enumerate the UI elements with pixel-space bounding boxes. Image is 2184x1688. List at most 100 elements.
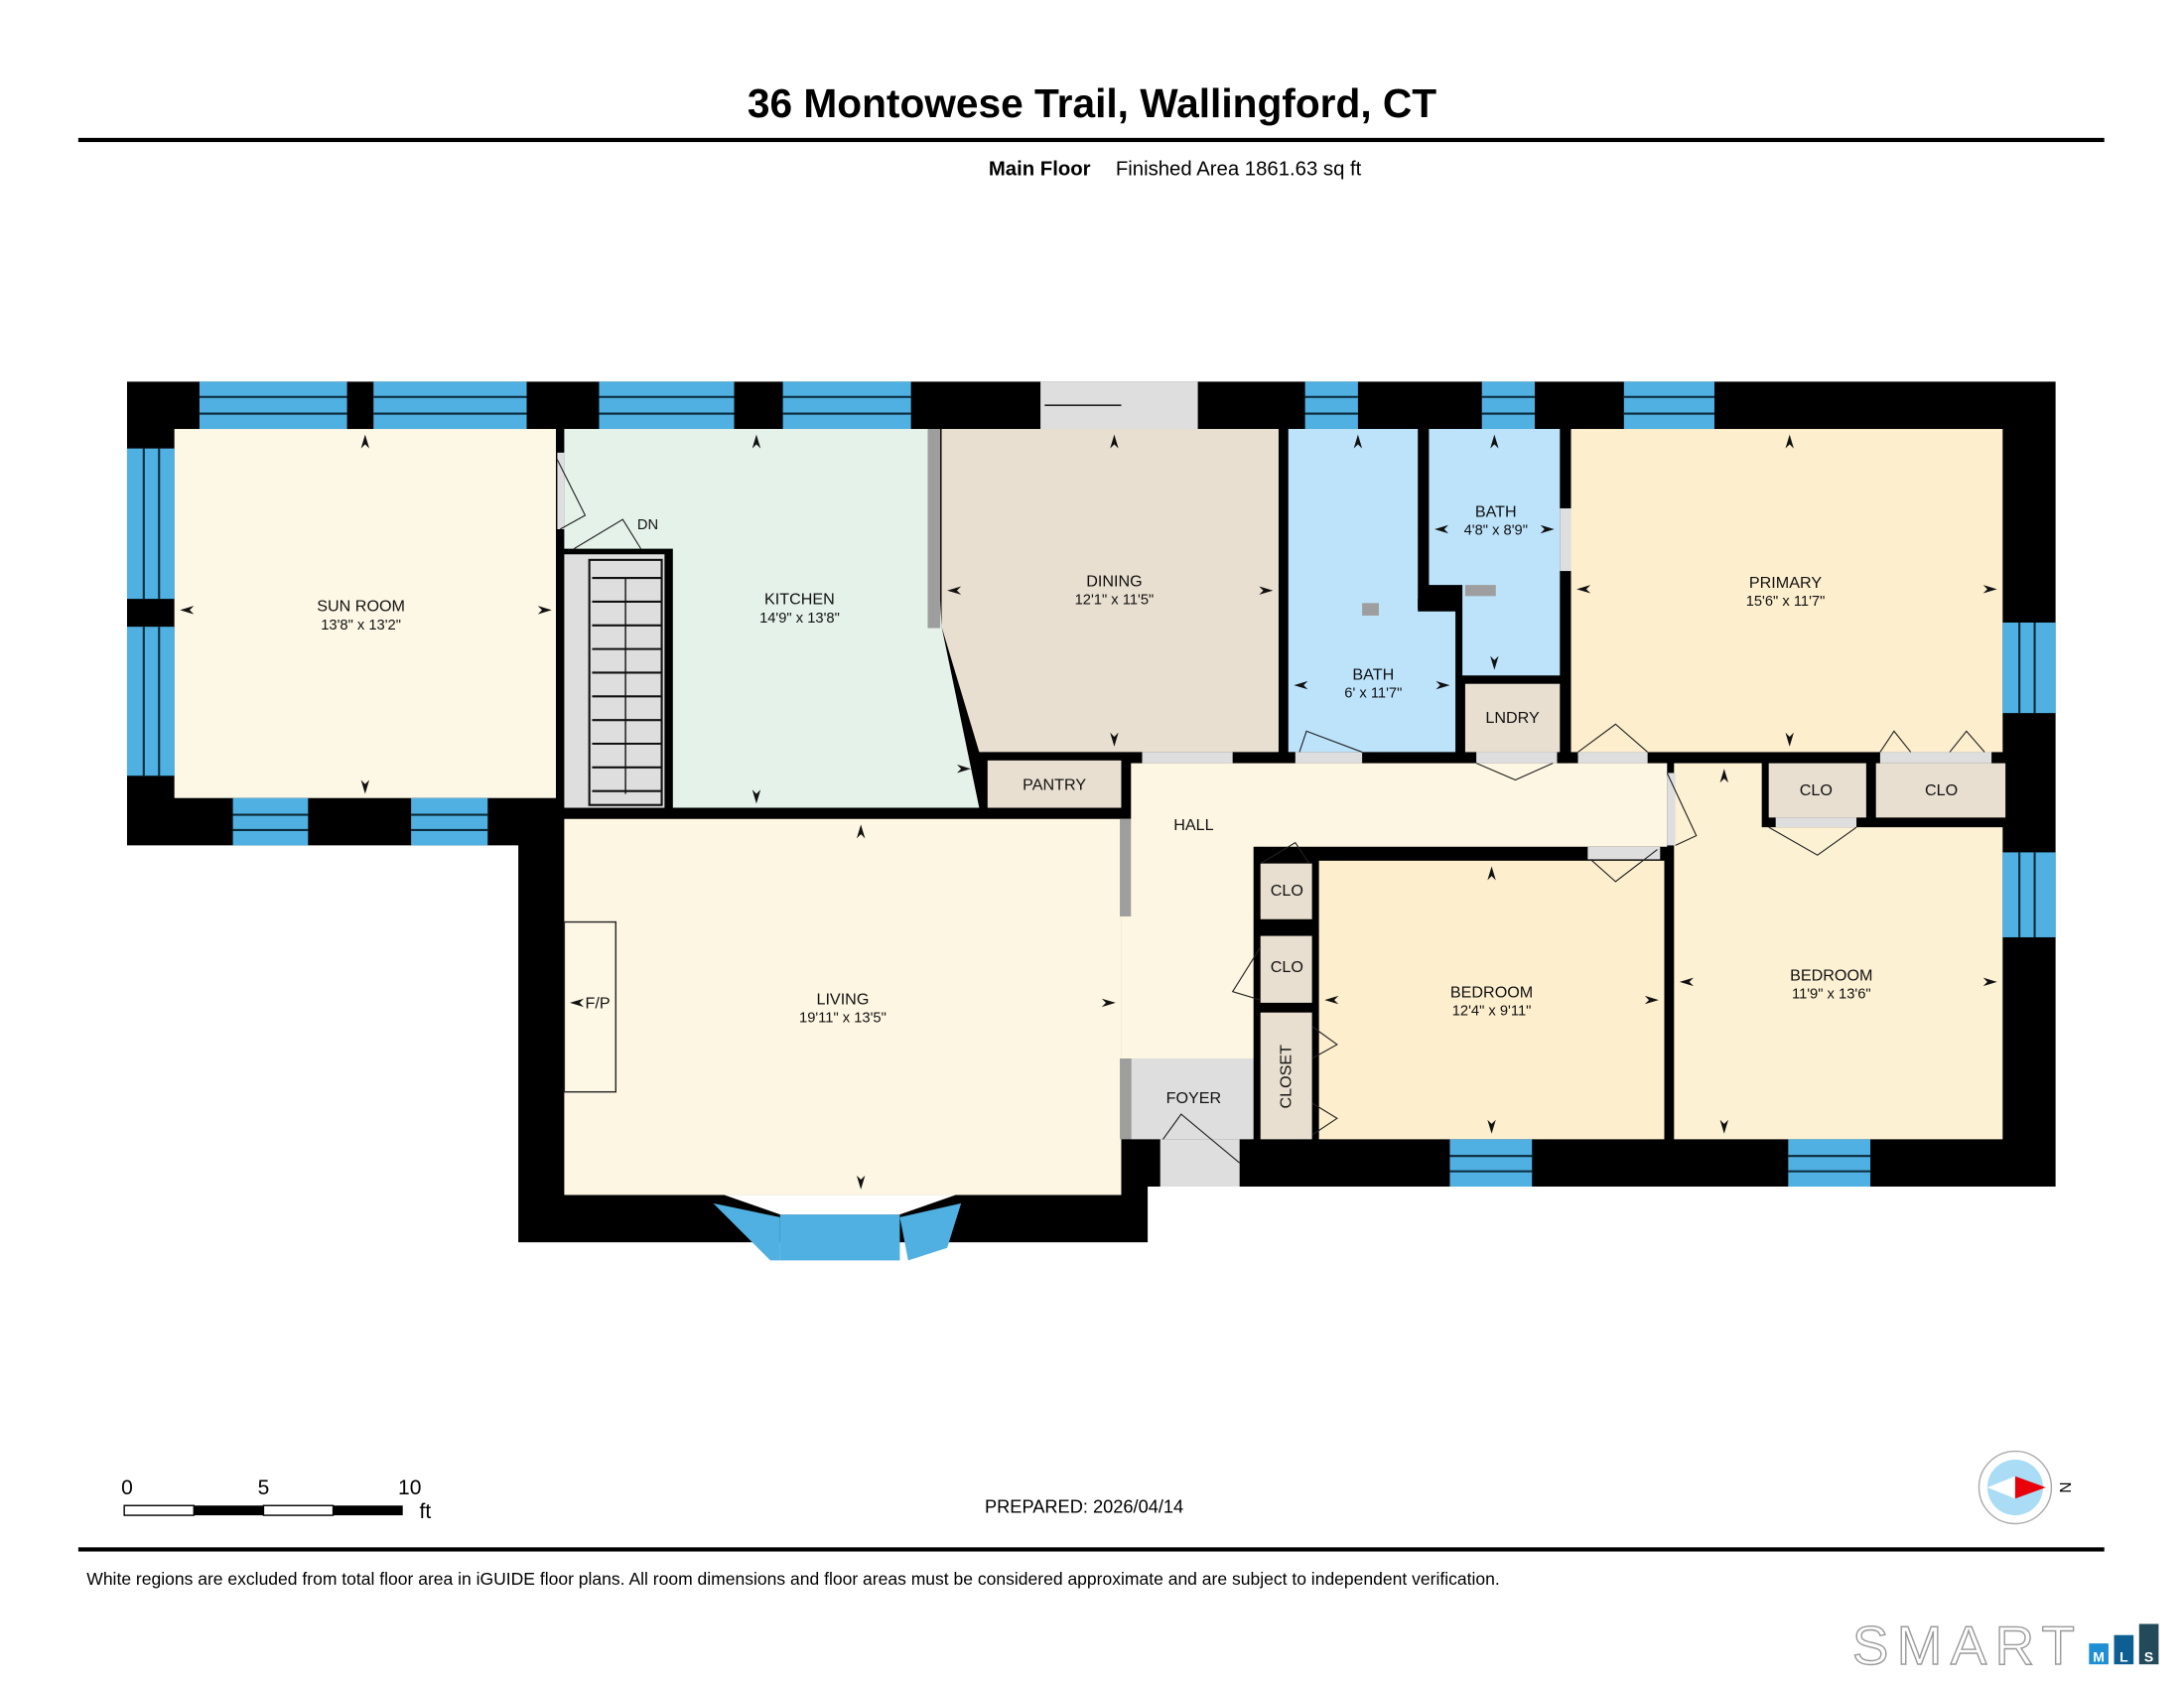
stair-outline bbox=[588, 558, 663, 806]
stairs-down-label: DN bbox=[637, 517, 658, 533]
compass: N bbox=[1978, 1450, 2073, 1525]
floor-name: Main Floor bbox=[989, 159, 1091, 181]
dimension-arrow-icon bbox=[1785, 732, 1794, 747]
windows bbox=[126, 381, 2056, 1188]
window bbox=[232, 797, 309, 846]
scale-tick-10: 10 bbox=[398, 1477, 421, 1499]
room-clo-4 bbox=[1875, 763, 2006, 818]
window bbox=[599, 381, 735, 430]
door-clo-3[interactable] bbox=[1775, 817, 1857, 828]
window bbox=[1481, 381, 1536, 430]
window bbox=[1788, 1139, 1871, 1188]
window bbox=[126, 448, 175, 600]
door-primary[interactable] bbox=[1577, 752, 1648, 764]
header-rule bbox=[77, 137, 2105, 143]
compass-label: N bbox=[2056, 1481, 2073, 1492]
dimension-arrow-icon bbox=[1324, 995, 1339, 1005]
room-kitchen bbox=[564, 429, 980, 808]
dimension-arrow-icon bbox=[856, 1175, 866, 1190]
bedroom-1-label: BEDROOM bbox=[1450, 983, 1533, 1001]
stair-steps bbox=[588, 558, 663, 806]
door-sunroom[interactable] bbox=[557, 452, 565, 530]
scale-tick-5: 5 bbox=[258, 1477, 270, 1499]
dimension-arrow-icon bbox=[570, 998, 585, 1008]
window bbox=[1304, 381, 1358, 430]
compass-south-icon bbox=[1986, 1476, 2015, 1499]
door-swings bbox=[556, 459, 1985, 1164]
dining-label: DINING bbox=[1086, 573, 1142, 591]
kitchen-label: KITCHEN bbox=[764, 591, 835, 609]
door-bedroom-1[interactable] bbox=[1587, 846, 1661, 860]
fireplace bbox=[563, 920, 616, 1093]
living-label: LIVING bbox=[816, 990, 869, 1008]
primary-dims: 15'6" x 11'7" bbox=[1746, 594, 1826, 610]
dimension-arrows bbox=[180, 434, 1997, 1190]
front-door-opening[interactable] bbox=[1160, 1139, 1240, 1188]
page-title: 36 Montowese Trail, Wallingford, CT bbox=[748, 80, 1436, 126]
fireplace-label: F/P bbox=[586, 995, 611, 1013]
bay-window-nook bbox=[724, 1195, 956, 1215]
window bbox=[2002, 622, 2056, 714]
dimension-arrow-icon bbox=[956, 765, 971, 774]
dimension-arrow-icon bbox=[1434, 524, 1449, 534]
bedroom-1-dims: 12'4" x 9'11" bbox=[1452, 1004, 1532, 1020]
room-primary bbox=[1570, 429, 2003, 753]
prepared-date: PREPARED: 2026/04/14 bbox=[985, 1495, 1183, 1516]
window bbox=[1623, 381, 1714, 430]
dimension-arrow-icon bbox=[360, 434, 370, 449]
logo-m: M bbox=[2093, 1648, 2105, 1664]
dimension-arrow-icon bbox=[947, 586, 962, 595]
room-labels: SUN ROOM 13'8" x 13'2" KITCHEN 14'9" x 1… bbox=[317, 502, 1958, 1108]
room-bedroom-1 bbox=[1318, 860, 1665, 1140]
dimension-arrow-icon bbox=[1576, 585, 1591, 594]
door-clo-4[interactable] bbox=[1879, 752, 1992, 764]
hall-label: HALL bbox=[1173, 816, 1213, 834]
scale-unit: ft bbox=[420, 1500, 432, 1523]
bath-small-label: BATH bbox=[1475, 502, 1517, 520]
dimension-arrow-icon bbox=[1110, 732, 1119, 747]
dimension-arrow-icon bbox=[1435, 680, 1450, 690]
bath-small-dims: 4'8" x 8'9" bbox=[1464, 523, 1528, 539]
dimension-arrow-icon bbox=[1487, 1119, 1496, 1134]
dimension-arrow-icon bbox=[1719, 769, 1729, 783]
bath-large-dims: 6' x 11'7" bbox=[1344, 686, 1402, 702]
dimension-arrow-icon bbox=[751, 434, 761, 449]
clo-3-label: CLO bbox=[1800, 781, 1833, 799]
dimension-arrow-icon bbox=[1679, 977, 1694, 987]
footer-rule bbox=[77, 1547, 2105, 1552]
pantry-label: PANTRY bbox=[1023, 775, 1086, 793]
disclaimer: White regions are excluded from total fl… bbox=[86, 1569, 1499, 1589]
bath-fixture bbox=[1362, 603, 1379, 616]
clo-1-label: CLO bbox=[1271, 882, 1303, 900]
dining-dims: 12'1" x 11'5" bbox=[1075, 593, 1155, 609]
room-bath-small bbox=[1429, 429, 1561, 676]
door-bath[interactable] bbox=[1295, 752, 1363, 764]
smart-mls-logo: SMART M L S bbox=[1851, 1614, 2159, 1677]
dimension-arrow-icon bbox=[537, 606, 552, 615]
bay-window-left bbox=[713, 1202, 780, 1261]
doors bbox=[556, 452, 1992, 1164]
dimension-arrow-icon bbox=[1785, 434, 1794, 449]
logo-s: S bbox=[2144, 1648, 2153, 1664]
dimension-arrow-icon bbox=[856, 824, 866, 839]
kitchen-counter bbox=[927, 429, 941, 629]
room-dining bbox=[941, 429, 1279, 753]
room-foyer bbox=[1131, 1058, 1254, 1140]
bay-window-center bbox=[779, 1214, 900, 1261]
dimension-arrow-icon bbox=[1353, 434, 1363, 449]
dimension-arrow-icon bbox=[1540, 524, 1555, 534]
closet-label: CLOSET bbox=[1278, 1045, 1296, 1109]
room-sun-room bbox=[174, 429, 556, 798]
room-clo-2 bbox=[1260, 935, 1312, 1003]
door-primary-bath[interactable] bbox=[1560, 507, 1571, 572]
door-laundry[interactable] bbox=[1476, 752, 1558, 764]
dimension-arrow-icon bbox=[1982, 977, 1997, 987]
bedroom-2-label: BEDROOM bbox=[1790, 966, 1872, 984]
door-bedroom-2[interactable] bbox=[1667, 773, 1676, 846]
door-dining-hall[interactable] bbox=[1142, 752, 1233, 764]
window bbox=[782, 381, 911, 430]
kitchen-dims: 14'9" x 13'8" bbox=[759, 611, 840, 627]
bath-partition bbox=[1418, 599, 1465, 612]
compass-north-arrow-icon bbox=[2014, 1476, 2046, 1499]
